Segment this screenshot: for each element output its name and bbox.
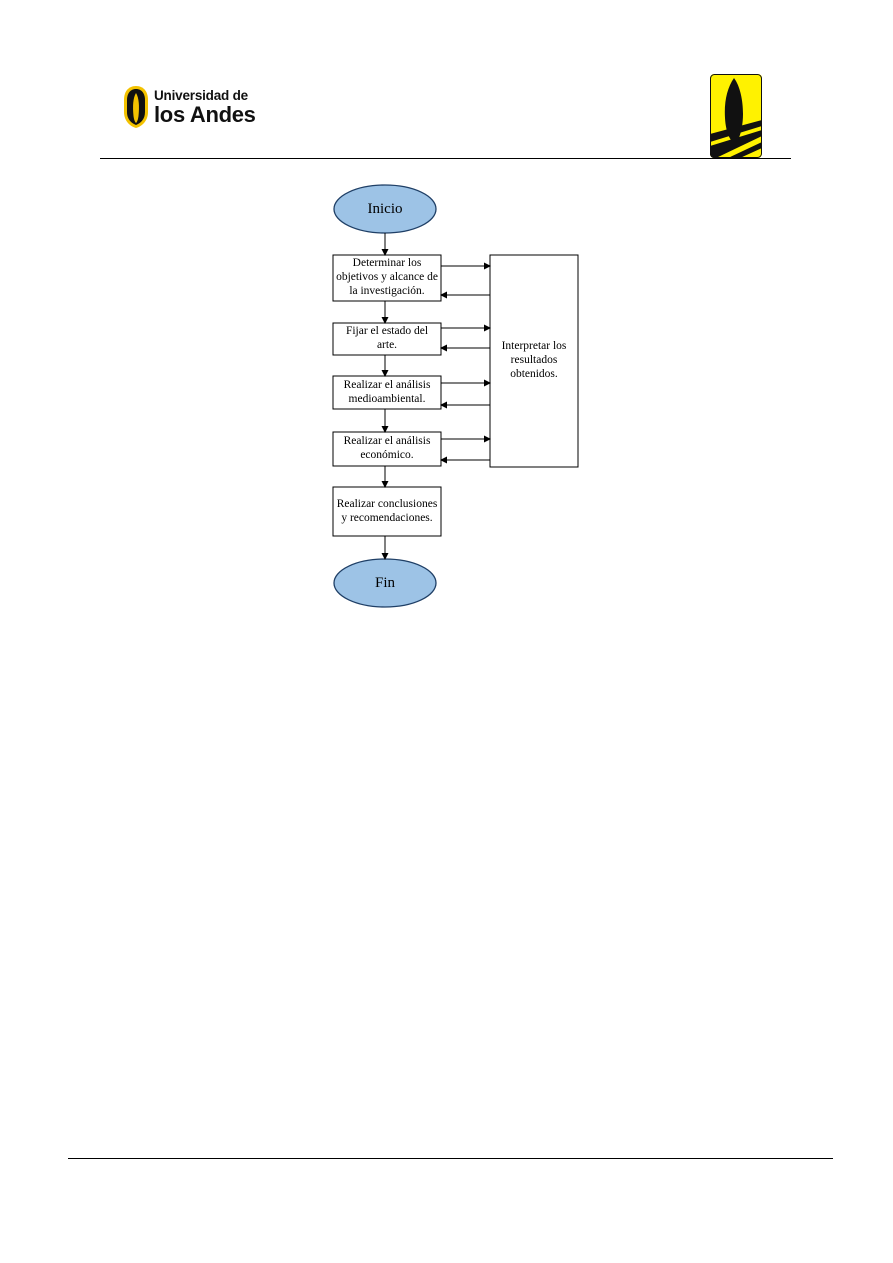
step-2: Fijar el estado del arte. [345,325,429,351]
university-name-line2: los Andes [154,101,256,127]
side-box-shape [489,254,579,468]
step-box-5-shape [332,486,442,537]
university-logo: Universidad de los Andes [124,86,264,128]
university-name: Universidad de los Andes [154,86,256,126]
step-5: Realizar conclusiones y recomendaciones. [336,497,438,524]
footer-divider [68,1158,833,1159]
step-1: Determinar los objetivos y alcance de la… [336,257,438,297]
flowchart-connectors [332,184,579,608]
step-box-2-shape [332,322,442,356]
university-crest-icon [124,86,148,128]
cypress-tree-logo-icon [710,74,762,158]
step-3: Realizar el análisis medioambiental. [343,378,431,405]
university-name-line1: Universidad de [154,88,248,103]
research-group-logo [710,74,762,158]
side-box-interpret-results: Interpretar los resultados obtenidos. [501,340,567,380]
end-terminal: Fin [374,575,395,591]
start-terminal: Inicio [367,201,403,217]
methodology-flowchart: Inicio Determinar los objetivos y alcanc… [322,180,592,610]
step-4: Realizar el análisis económico. [343,435,431,461]
step-box-1-shape [332,254,442,302]
step-box-4-shape [332,431,442,467]
header-divider [100,158,791,159]
